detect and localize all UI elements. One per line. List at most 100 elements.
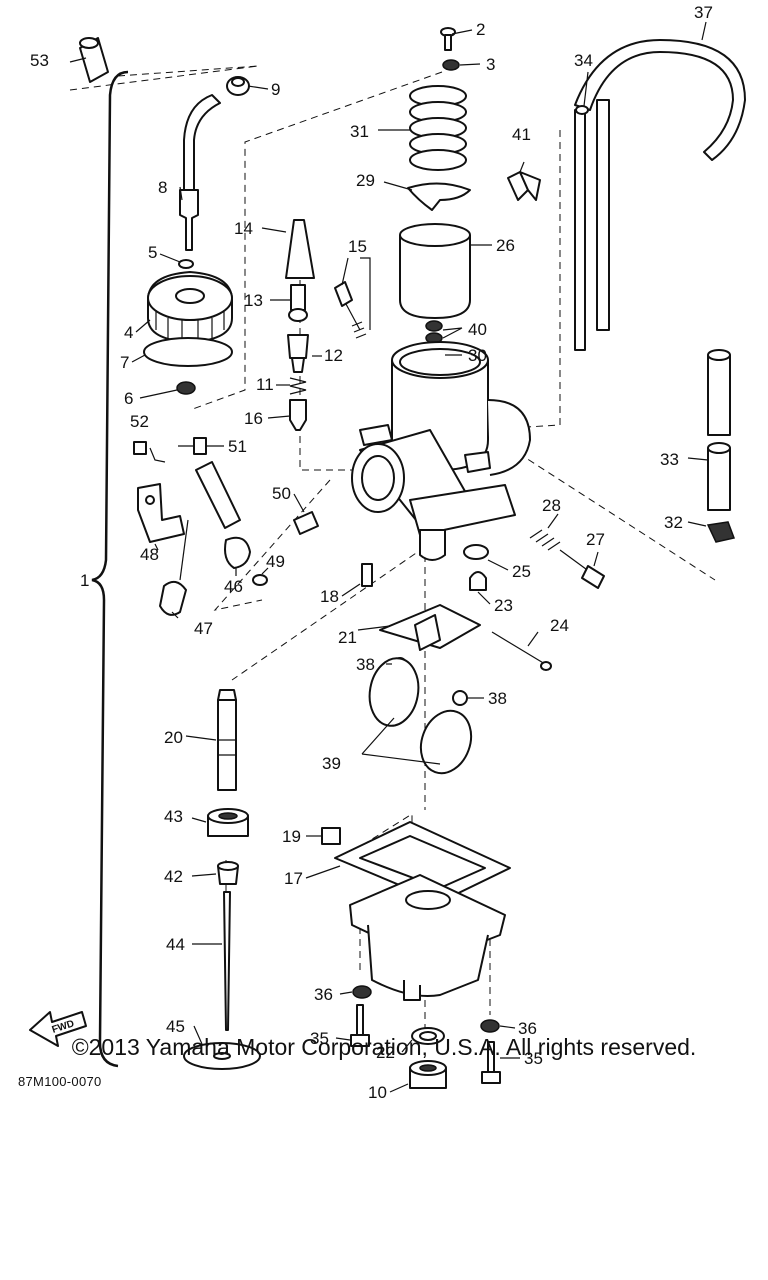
part-36-nut-b	[480, 1019, 500, 1033]
part-28-spring	[529, 529, 561, 551]
part-25-o-ring	[463, 544, 489, 560]
part-35-screw-a	[350, 1004, 370, 1047]
part-3-washer	[442, 59, 460, 71]
part-29-plate	[407, 182, 471, 211]
callout-34: 34	[574, 51, 593, 70]
part-10-drain-plug	[409, 1060, 447, 1089]
callout-45: 45	[166, 1017, 185, 1036]
callout-12: 12	[324, 346, 343, 365]
callout-38b: 38	[488, 689, 507, 708]
callout-49: 49	[266, 552, 285, 571]
callout-21: 21	[338, 628, 357, 647]
part-52-nut	[133, 441, 147, 455]
callout-5: 5	[148, 243, 157, 262]
part-14-cap	[285, 219, 315, 279]
callout-42: 42	[164, 867, 183, 886]
callout-48: 48	[140, 545, 159, 564]
part-15-pilot-screw	[334, 281, 367, 339]
part-19-plug	[321, 827, 341, 845]
callout-35b: 35	[524, 1049, 543, 1068]
part-48-bracket	[137, 483, 185, 543]
part-53-collar	[79, 37, 109, 83]
callout-32: 32	[664, 513, 683, 532]
part-41-clamp	[507, 171, 541, 201]
callout-23: 23	[494, 596, 513, 615]
part-20-needle-jet	[217, 689, 237, 791]
float-bowl	[349, 874, 506, 1001]
callout-33: 33	[660, 450, 679, 469]
callout-39: 39	[322, 754, 341, 773]
part-38-plug-b	[452, 690, 468, 706]
part-50-jet	[293, 511, 319, 535]
callout-31: 31	[350, 122, 369, 141]
callout-3: 3	[486, 55, 495, 74]
part-26-throttle-valve	[399, 223, 471, 319]
callout-9: 9	[271, 80, 280, 99]
part-33-hose	[707, 349, 731, 511]
part-31-spring	[409, 85, 467, 171]
callout-37: 37	[694, 3, 713, 22]
callout-14: 14	[234, 219, 253, 238]
callout-16: 16	[244, 409, 263, 428]
callout-40: 40	[468, 320, 487, 339]
part-12-valve-seat	[287, 334, 309, 373]
part-2-screw	[440, 27, 456, 51]
callout-1: 1	[80, 571, 89, 590]
callout-2: 2	[476, 20, 485, 39]
callout-24: 24	[550, 616, 569, 635]
callout-53: 53	[30, 51, 49, 70]
callout-28: 28	[542, 496, 561, 515]
copyright-notice: ©2013 Yamaha Motor Corporation, U.S.A. A…	[71, 1034, 697, 1060]
callout-18: 18	[320, 587, 339, 606]
callout-35a: 35	[310, 1029, 329, 1048]
callout-8: 8	[158, 178, 167, 197]
part-11-spring	[289, 377, 307, 395]
part-6-nut	[176, 381, 196, 395]
callout-4: 4	[124, 323, 133, 342]
callout-44: 44	[166, 935, 185, 954]
part-36-nut-a	[352, 985, 372, 999]
callout-41: 41	[512, 125, 531, 144]
part-39-floats	[368, 657, 473, 775]
part-35-screw-b	[481, 1041, 501, 1084]
callout-6: 6	[124, 389, 133, 408]
part-22-o-ring	[411, 1027, 445, 1045]
callout-36b: 36	[518, 1019, 537, 1038]
part-21-float-arm	[379, 604, 481, 651]
carburetor-exploded-diagram: FWD	[29, 3, 746, 1100]
callout-51: 51	[228, 437, 247, 456]
callout-26: 26	[496, 236, 515, 255]
part-7-gasket	[143, 337, 233, 367]
part-4-chamber-top	[147, 271, 233, 343]
callout-11: 11	[256, 375, 274, 394]
part-9-cap	[226, 76, 250, 96]
callout-36a: 36	[314, 985, 333, 1004]
fwd-arrow-icon: FWD	[29, 1011, 87, 1047]
part-43-holder	[207, 808, 249, 837]
part-44-jet-needle	[223, 891, 231, 1031]
part-5-o-ring	[178, 259, 194, 269]
callout-30: 30	[468, 346, 487, 365]
part-27-throttle-screw	[559, 549, 605, 589]
part-16-plunger	[289, 399, 307, 431]
callout-46: 46	[224, 577, 243, 596]
callout-leaders	[69, 21, 709, 1093]
callout-52: 52	[130, 412, 149, 431]
callout-29: 29	[356, 171, 375, 190]
part-51-screw	[178, 437, 207, 455]
carburetor-body	[351, 341, 531, 561]
part-46-plunger-assembly	[195, 461, 251, 569]
callout-38a: 38	[356, 655, 375, 674]
part-42-main-jet	[217, 861, 239, 885]
callout-22: 22	[376, 1043, 395, 1062]
callout-43: 43	[164, 807, 183, 826]
part-37-breather-hose	[574, 39, 746, 351]
callout-47: 47	[194, 619, 213, 638]
part-23-plug	[469, 571, 487, 591]
callout-25: 25	[512, 562, 531, 581]
callout-17: 17	[284, 869, 303, 888]
part-18-jet	[361, 563, 373, 587]
callout-13: 13	[244, 291, 263, 310]
diagram-reference-code: 87M100-0070	[18, 1074, 102, 1089]
callout-50: 50	[272, 484, 291, 503]
